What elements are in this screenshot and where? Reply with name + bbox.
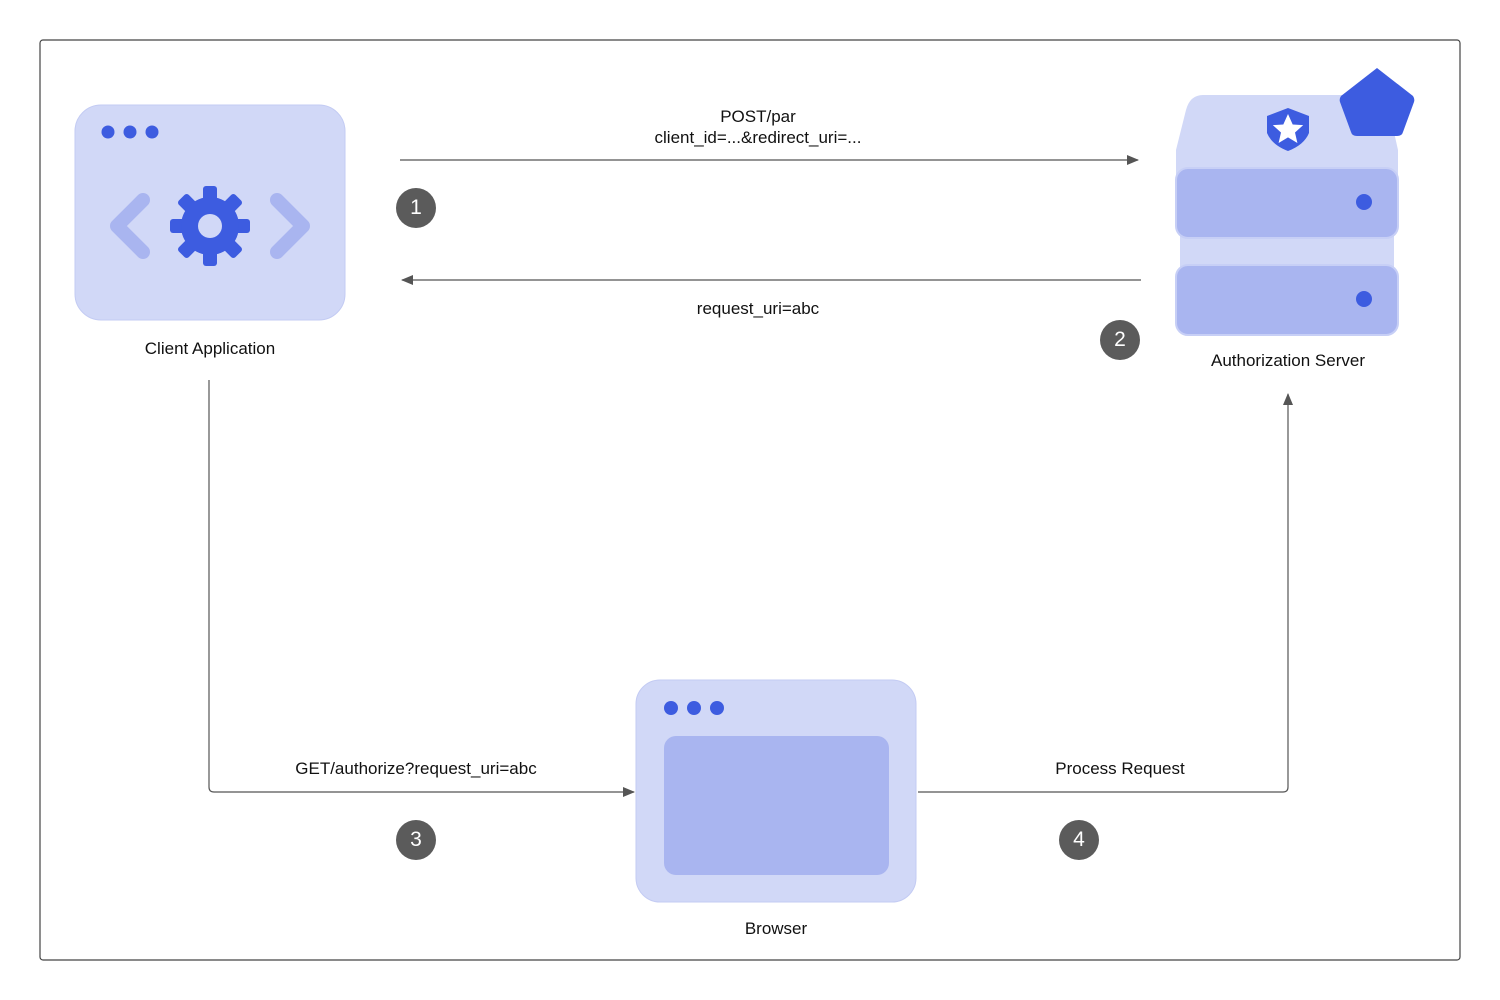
server-unit-lower: [1175, 264, 1399, 336]
arrow-authorize: [208, 380, 635, 797]
edge-label-process-request: Process Request: [1055, 759, 1185, 778]
node-label-browser: Browser: [744, 919, 808, 938]
shield-star-icon: [1267, 108, 1309, 151]
client-application-node: [74, 104, 346, 321]
server-led-icon: [1356, 194, 1372, 210]
browser-node: [635, 679, 917, 903]
step-badge-1: 1: [396, 188, 436, 228]
step-badge-4: 4: [1059, 820, 1099, 860]
arrow-process-request: [918, 393, 1293, 793]
chevron-left-icon: [110, 193, 150, 259]
gear-icon: [170, 186, 250, 266]
step-badge-3: 3: [396, 820, 436, 860]
step-badge-2: 2: [1100, 320, 1140, 360]
server-led-icon: [1356, 291, 1372, 307]
server-unit-upper: [1175, 167, 1399, 239]
chevron-right-icon: [270, 193, 310, 259]
pentagon-icon: [1339, 68, 1415, 136]
edge-label-post-par-line2: client_id=...&redirect_uri=...: [654, 128, 862, 147]
window-dots-icon: [101, 125, 159, 139]
edge-label-get-authorize: GET/authorize?request_uri=abc: [295, 759, 537, 778]
diagram-frame: [39, 39, 1461, 961]
edge-label-post-par: POST/par client_id=...&redirect_uri=...: [608, 106, 908, 148]
node-label-client-application: Client Application: [144, 339, 276, 358]
window-dots-icon: [664, 701, 724, 715]
authorization-server-node: [1175, 68, 1415, 336]
edge-label-request-uri: request_uri=abc: [696, 299, 820, 318]
browser-content-pane: [664, 736, 889, 875]
node-label-authorization-server: Authorization Server: [1210, 351, 1366, 370]
edge-label-post-par-line1: POST/par: [720, 107, 796, 126]
